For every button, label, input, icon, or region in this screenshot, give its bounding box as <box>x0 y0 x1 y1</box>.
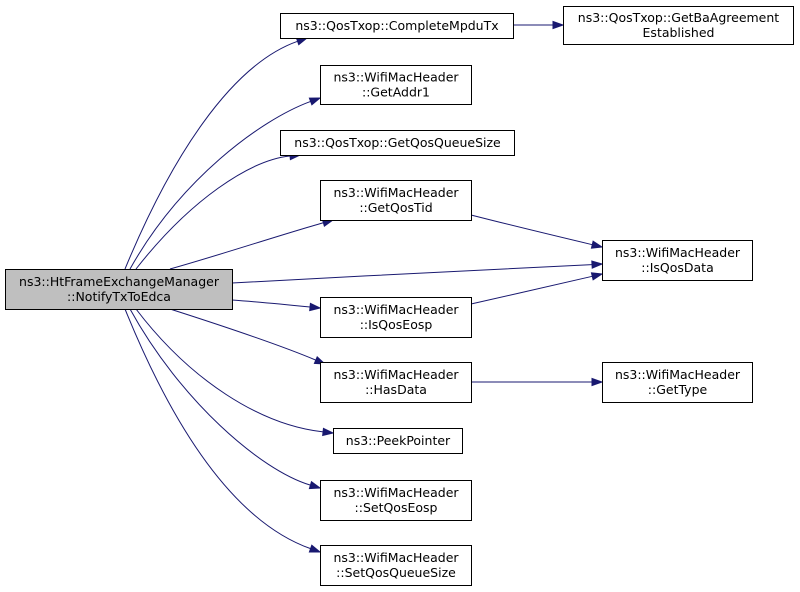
node-box <box>320 362 472 403</box>
edge-get_qos_tid-to-is_qos_data <box>470 214 604 249</box>
node-peek-pointer[interactable]: ns3::PeekPointer <box>333 428 463 454</box>
node-box <box>602 362 753 403</box>
edge-line <box>470 275 593 305</box>
edge-root-to-get_addr1 <box>129 97 322 270</box>
node-label: Established <box>643 25 715 40</box>
node-label: ns3::WifiMacHeader <box>333 302 459 317</box>
node-box <box>320 297 472 338</box>
node-label: ns3::HtFrameExchangeManager <box>19 274 220 289</box>
node-label: ns3::WifiMacHeader <box>615 367 741 382</box>
edge-line <box>169 222 324 270</box>
edge-line <box>129 100 311 270</box>
node-is-qos-eosp[interactable]: ns3::WifiMacHeader::IsQosEosp <box>320 297 472 338</box>
node-label: ::HasData <box>365 382 427 397</box>
node-box <box>320 545 472 586</box>
edge-root-to-peek_pointer <box>135 308 335 437</box>
edge-root-to-has_data <box>169 308 327 365</box>
node-label: ns3::QosTxop::GetQosQueueSize <box>294 135 501 150</box>
arrowhead-icon <box>322 427 335 437</box>
edge-line <box>231 264 593 284</box>
node-box <box>320 65 472 105</box>
arrowhead-icon <box>552 20 565 30</box>
edge-line <box>129 308 311 486</box>
node-root[interactable]: ns3::HtFrameExchangeManager::NotifyTxToE… <box>5 269 233 310</box>
arrowhead-icon <box>308 544 322 553</box>
node-get-qos-tid[interactable]: ns3::WifiMacHeader::GetQosTid <box>320 180 472 221</box>
node-box <box>563 6 794 45</box>
node-set-qos-eosp[interactable]: ns3::WifiMacHeader::SetQosEosp <box>320 480 472 521</box>
edge-line <box>135 155 291 270</box>
edge-line <box>169 308 316 361</box>
edge-root-to-is_qos_eosp <box>231 299 322 312</box>
node-get-addr1[interactable]: ns3::WifiMacHeader::GetAddr1 <box>320 65 472 105</box>
node-label: ::GetAddr1 <box>362 85 430 100</box>
node-label: ns3::WifiMacHeader <box>333 367 459 382</box>
node-label: ns3::QosTxop::CompleteMpduTx <box>295 18 498 33</box>
node-is-qos-data[interactable]: ns3::WifiMacHeader::IsQosData <box>602 240 753 281</box>
arrowhead-icon <box>591 377 604 387</box>
edge-root-to-set_qos_queue_size <box>124 308 322 553</box>
edge-complete_mpdu_tx-to-get_ba_agreement <box>513 20 565 30</box>
arrowhead-icon <box>590 272 604 281</box>
node-label: ::GetQosTid <box>359 200 432 215</box>
node-has-data[interactable]: ns3::WifiMacHeader::HasData <box>320 362 472 403</box>
edge-root-to-is_qos_data <box>231 260 604 284</box>
node-box <box>280 130 515 156</box>
node-set-qos-queue-size[interactable]: ns3::WifiMacHeader::SetQosQueueSize <box>320 545 472 586</box>
node-label: ::IsQosData <box>641 260 713 275</box>
node-label: ::SetQosQueueSize <box>336 565 456 580</box>
edge-has_data-to-get_type <box>471 377 604 387</box>
node-label: ns3::WifiMacHeader <box>333 185 459 200</box>
node-box <box>280 13 514 39</box>
edge-line <box>470 214 593 246</box>
arrowhead-icon <box>308 97 322 106</box>
node-label: ::NotifyTxToEdca <box>67 289 171 304</box>
node-box <box>320 180 472 221</box>
node-get-type[interactable]: ns3::WifiMacHeader::GetType <box>602 362 753 403</box>
node-label: ns3::WifiMacHeader <box>615 245 741 260</box>
arrowhead-icon <box>309 302 322 312</box>
node-box <box>602 240 753 281</box>
edge-root-to-get_qos_tid <box>169 218 335 270</box>
node-complete-mpdu-tx[interactable]: ns3::QosTxop::CompleteMpduTx <box>280 13 514 39</box>
edge-is_qos_eosp-to-is_qos_data <box>470 272 604 305</box>
edge-line <box>124 308 311 550</box>
edge-root-to-get_qos_queue_size <box>135 151 302 270</box>
edge-line <box>124 40 298 270</box>
edge-line <box>135 308 324 433</box>
node-label: ::SetQosEosp <box>355 500 438 515</box>
edge-root-to-set_qos_eosp <box>129 308 322 490</box>
node-get-qos-queue-size[interactable]: ns3::QosTxop::GetQosQueueSize <box>280 130 515 156</box>
node-label: ns3::PeekPointer <box>346 433 451 448</box>
arrowhead-icon <box>591 260 604 269</box>
node-label: ns3::QosTxop::GetBaAgreement <box>578 10 779 25</box>
arrowhead-icon <box>590 240 604 249</box>
node-box <box>333 428 463 454</box>
node-label: ns3::WifiMacHeader <box>333 485 459 500</box>
node-label: ::GetType <box>648 382 708 397</box>
node-box <box>320 480 472 521</box>
arrowhead-icon <box>308 480 322 490</box>
node-box <box>5 269 233 310</box>
node-label: ns3::WifiMacHeader <box>333 550 459 565</box>
node-label: ns3::WifiMacHeader <box>333 70 459 85</box>
edge-line <box>231 299 311 308</box>
node-label: ::IsQosEosp <box>360 317 433 332</box>
